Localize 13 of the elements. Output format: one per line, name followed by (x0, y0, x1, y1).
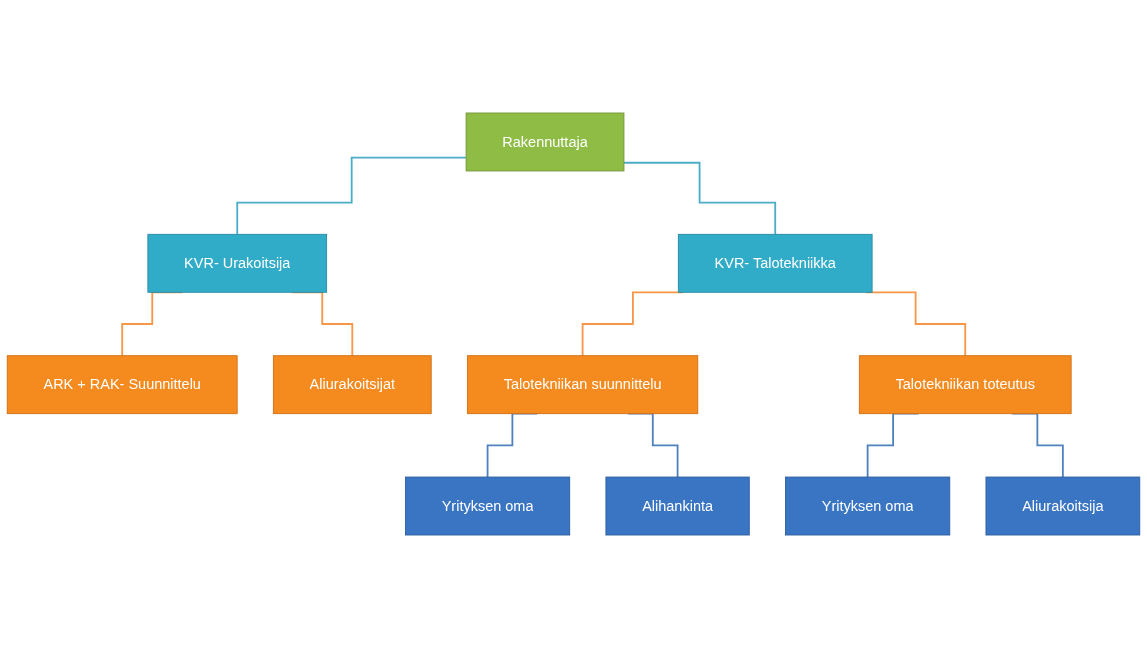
node-box: Talotekniikan toteutus (858, 355, 1072, 415)
node-box: Yrityksen oma (785, 476, 951, 536)
node-box: Alihankinta (605, 476, 750, 536)
node-box: ARK + RAK- Suunnittelu (6, 355, 238, 415)
node-box: Rakennuttaja (465, 112, 625, 172)
node-box: Aliurakoitsija (985, 476, 1141, 536)
node-box: Aliurakoitsijat (272, 355, 432, 415)
node-box: Talotekniikan suunnittelu (466, 355, 699, 415)
node-box: KVR- Talotekniikka (677, 233, 873, 293)
node-box: Yrityksen oma (405, 476, 571, 536)
node-box: KVR- Urakoitsija (147, 233, 328, 293)
connector (623, 161, 777, 236)
connector (236, 156, 467, 236)
